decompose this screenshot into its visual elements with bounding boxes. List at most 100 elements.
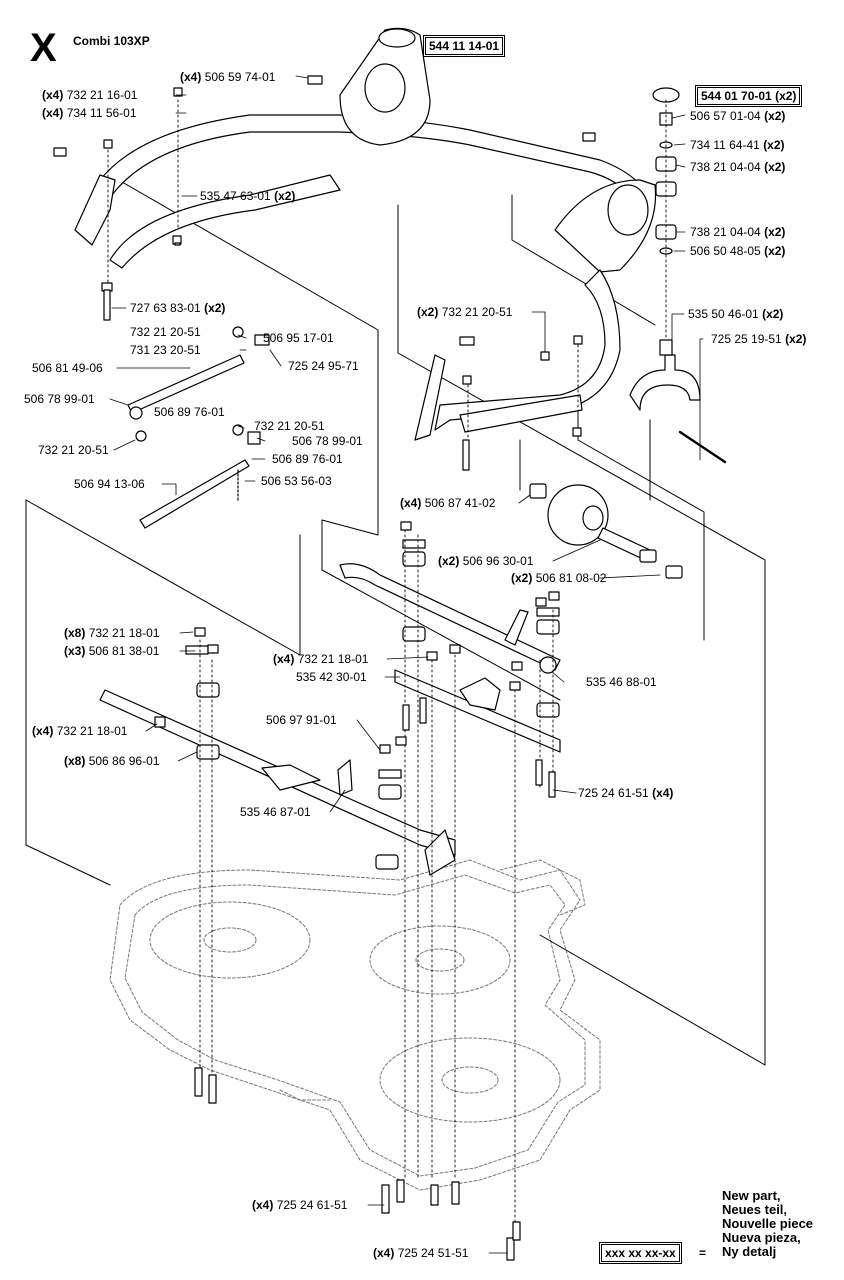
model-name: Combi 103XP [73, 34, 150, 48]
callout-c13: (x2) 732 21 20-51 [417, 305, 512, 319]
legend-new-part-box: xxx xx xx-xx [599, 1242, 682, 1264]
callout-qty: (x2) [763, 138, 785, 152]
callout-qty: (x3) [64, 644, 86, 658]
callout-part-number: 544 01 70-01 (x2) [694, 85, 803, 107]
callout-part-number: 506 81 08-02 [535, 571, 607, 585]
callout-c17: 725 25 19-51 (x2) [711, 332, 806, 346]
callout-c16: 506 95 17-01 [263, 331, 334, 345]
callout-qty: (x2) [764, 160, 786, 174]
callout-c35: 535 42 30-01 [296, 670, 367, 684]
callout-c04: (x4) 734 11 56-01 [42, 106, 137, 120]
callout-part-number: 506 59 74-01 [204, 70, 276, 84]
callout-part-number: 732 21 20-51 [254, 419, 325, 433]
callout-part-number: 725 25 19-51 [711, 332, 782, 346]
callout-c42: (x4) 725 24 61-51 [252, 1198, 347, 1212]
callout-qty: (x2) [438, 554, 460, 568]
callout-c27: 506 94 13-06 [74, 477, 145, 491]
callout-part-number: 732 21 18-01 [297, 652, 369, 666]
callout-c20: 506 81 49-06 [32, 361, 103, 375]
callout-c11: 506 50 48-05 (x2) [690, 244, 785, 258]
callout-qty: (x2) [274, 189, 296, 203]
callout-c41: 535 46 87-01 [240, 805, 311, 819]
callout-qty: (x4) [180, 70, 202, 84]
legend-equals: = [699, 1246, 707, 1260]
callout-part-number: 732 21 16-01 [66, 88, 138, 102]
callout-c31: (x2) 506 81 08-02 [511, 571, 606, 585]
callout-part-number: 535 46 88-01 [586, 675, 657, 689]
callout-c21: 506 78 99-01 [24, 392, 95, 406]
callout-part-number: 506 87 41-02 [424, 496, 496, 510]
callout-c01: 544 11 14-01 [422, 35, 506, 57]
callout-part-number: 506 96 30-01 [462, 554, 534, 568]
callout-part-number: 725 24 51-51 [397, 1246, 469, 1260]
top-frame [74, 27, 651, 269]
callout-qty: (x2) [762, 307, 784, 321]
linkage-rods [127, 326, 270, 529]
callout-c08: 738 21 04-04 (x2) [690, 160, 785, 174]
callout-qty: (x4) [32, 724, 54, 738]
callout-c29: (x4) 506 87 41-02 [400, 496, 495, 510]
callout-c24: 732 21 20-51 [38, 443, 109, 457]
legend-line-en: New part, [722, 1188, 781, 1203]
callout-c19: 725 24 95-71 [288, 359, 359, 373]
callout-qty: (x4) [373, 1246, 395, 1260]
callout-qty: (x4) [252, 1198, 274, 1212]
callout-c39: (x8) 506 86 96-01 [64, 754, 159, 768]
callout-c10: 738 21 04-04 (x2) [690, 225, 785, 239]
callout-c06: 506 57 01-04 (x2) [690, 109, 785, 123]
right-frame [414, 179, 657, 441]
callout-c25: 506 78 99-01 [292, 434, 363, 448]
clamps [185, 539, 560, 870]
callout-part-number: 506 94 13-06 [74, 477, 145, 491]
callout-part-number: 506 50 48-05 [690, 244, 761, 258]
roller-assembly [529, 483, 683, 579]
callout-part-number: 738 21 04-04 [690, 225, 761, 239]
callout-part-number: 506 57 01-04 [690, 109, 761, 123]
callout-leaders [109, 75, 704, 1254]
callout-qty: (x2) [785, 332, 807, 346]
legend-line-fr: Nouvelle piece [722, 1216, 814, 1231]
callout-part-number: 506 86 96-01 [88, 754, 160, 768]
callout-part-number: 506 95 17-01 [263, 331, 334, 345]
lower-rail [339, 563, 561, 753]
callout-c38: 506 97 91-01 [266, 713, 337, 727]
callout-part-number: 725 24 61-51 [578, 786, 649, 800]
callout-qty: (x4) [42, 88, 64, 102]
callout-part-number: 734 11 56-01 [66, 106, 137, 120]
fastener-axes [107, 99, 667, 1241]
callout-c12: 727 63 83-01 (x2) [130, 301, 225, 315]
callout-part-number: 544 11 14-01 [422, 35, 506, 57]
callout-qty: (x2) [764, 225, 786, 239]
callout-part-number: 535 47 63-01 [200, 189, 271, 203]
callout-part-number: 734 11 64-41 [690, 138, 760, 152]
callout-qty: (x2) [764, 109, 786, 123]
callout-part-number: 732 21 20-51 [441, 305, 513, 319]
callout-qty: (x4) [400, 496, 422, 510]
callout-c43: (x4) 725 24 51-51 [373, 1246, 468, 1260]
callout-part-number: 506 89 76-01 [154, 405, 225, 419]
callout-part-number: 732 21 20-51 [130, 325, 201, 339]
callout-part-number: 535 42 30-01 [296, 670, 367, 684]
callout-part-number: 727 63 83-01 [130, 301, 201, 315]
callout-qty: (x2) [417, 305, 439, 319]
callout-c15: 732 21 20-51 [130, 325, 201, 339]
callout-part-number: 506 89 76-01 [272, 452, 343, 466]
callout-c28: 506 53 56-03 [261, 474, 332, 488]
callout-c30: (x2) 506 96 30-01 [438, 554, 533, 568]
leader-frames [25, 174, 766, 1066]
legend-text: New part, Neues teil, Nouvelle piece Nue… [722, 1189, 813, 1259]
callout-c14: 535 50 46-01 (x2) [688, 307, 783, 321]
callout-part-number: 506 78 99-01 [24, 392, 95, 406]
callout-c40: 725 24 61-51 (x4) [578, 786, 673, 800]
legend-line-es: Nueva pieza, [722, 1230, 801, 1245]
callout-part-number: 506 53 56-03 [261, 474, 332, 488]
callout-c03: (x4) 732 21 16-01 [42, 88, 137, 102]
callout-c36: 535 46 88-01 [586, 675, 657, 689]
callout-qty: (x8) [64, 626, 86, 640]
callout-qty: (x8) [64, 754, 86, 768]
callout-c22: 506 89 76-01 [154, 405, 225, 419]
callout-part-number: 725 24 95-71 [288, 359, 359, 373]
callout-c26: 506 89 76-01 [272, 452, 343, 466]
